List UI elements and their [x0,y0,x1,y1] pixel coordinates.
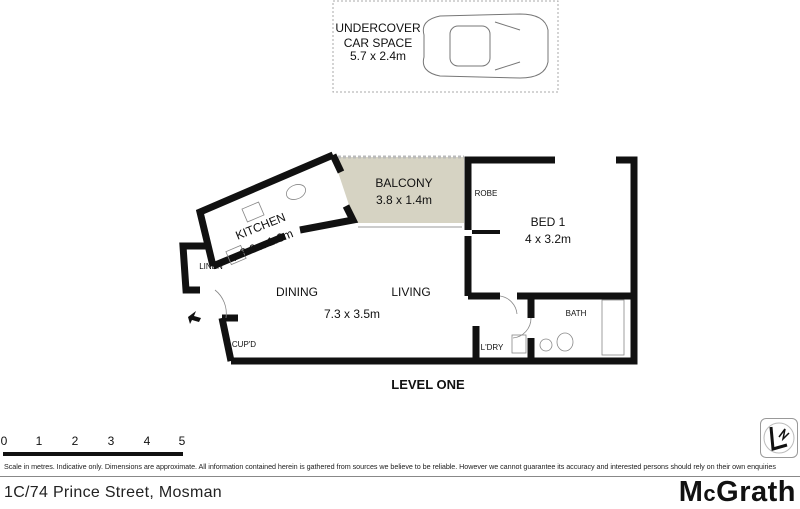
property-address: 1C/74 Prince Street, Mosman [4,484,222,501]
bath-label: BATH [566,309,587,318]
living-label: LIVING [391,285,430,299]
logo-m: M [678,476,704,508]
car-space: UNDERCOVER CAR SPACE 5.7 x 2.4m [332,0,559,93]
scale-tick: 5 [179,434,186,448]
bed1-label: BED 1 [531,215,566,229]
balcony-dims: 3.8 x 1.4m [376,193,432,207]
car-space-label-1: UNDERCOVER [335,21,421,35]
scale-bar: 0 1 2 3 4 5 [1,434,186,456]
floor-plan: UNDERCOVER CAR SPACE 5.7 x 2.4m BALCONY … [1,0,638,456]
scale-tick: 3 [108,434,115,448]
scale-tick: 2 [72,434,79,448]
balcony-label: BALCONY [375,176,432,190]
logo-rest: Grath [716,476,796,508]
level-title: LEVEL ONE [391,377,465,392]
walls [179,151,638,365]
robe-label: ROBE [475,189,498,198]
disclaimer: Scale in metres. Indicative only. Dimens… [4,462,776,471]
linen-label: LINEN [199,262,223,271]
bed1-dims: 4 x 3.2m [525,232,571,246]
laundry-label: L'DRY [481,343,504,352]
fridge-label: F [235,254,240,263]
scale-tick: 1 [36,434,43,448]
living-dims: 7.3 x 3.5m [324,307,380,321]
brand-logo: McGrath [679,476,796,509]
divider [0,476,800,477]
car-space-dims: 5.7 x 2.4m [350,49,406,63]
north-compass-icon [760,418,798,458]
cupboard-label: CUP'D [232,340,256,349]
scale-tick: 0 [1,434,8,448]
entry-arrow-icon [188,311,201,324]
balcony-area [333,157,464,223]
scale-tick: 4 [144,434,151,448]
car-space-label-2: CAR SPACE [344,36,412,50]
bath-fixtures [511,299,625,356]
car-icon [422,13,549,79]
kitchen-fixtures [225,184,307,266]
logo-c: c [703,481,717,506]
dining-label: DINING [276,285,318,299]
doors [214,289,532,339]
